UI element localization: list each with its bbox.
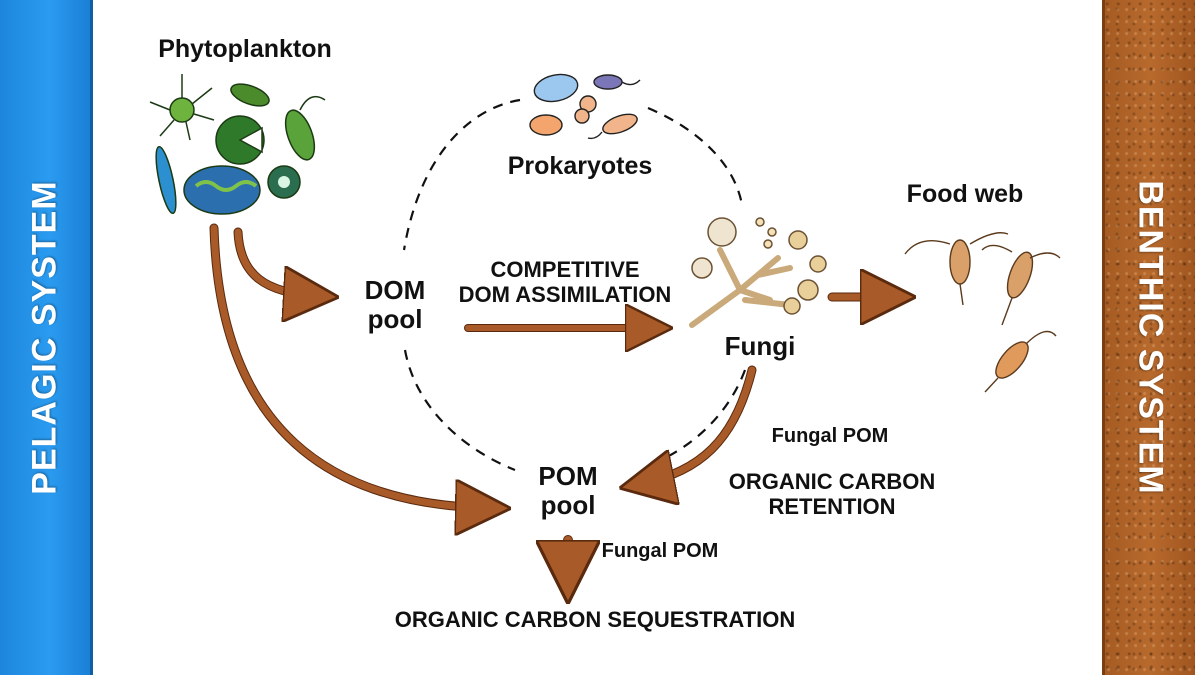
dom-pool-label: DOM pool [345, 275, 445, 335]
competitive-line1: COMPETITIVE [490, 257, 640, 282]
pom-pool-line2: pool [540, 490, 596, 521]
dom-pool-line1: DOM [364, 275, 426, 305]
fungi-label: Fungi [724, 331, 796, 361]
retention-line2: RETENTION [768, 493, 896, 519]
prokaryotes-cluster-icon [529, 73, 641, 140]
phytoplankton-cluster-icon [149, 74, 326, 215]
fungal-pom-right-label: Fungal POM [771, 425, 889, 447]
food-web-label: Food web [906, 180, 1024, 208]
pelagic-system-bar: PELAGIC SYSTEM [0, 0, 93, 675]
phytoplankton-label: Phytoplankton [158, 35, 332, 63]
fungal-pom-bottom-label: Fungal POM [601, 540, 719, 562]
organic-carbon-sequestration-label: ORGANIC CARBON SEQUESTRATION [394, 607, 796, 632]
dom-pool-line2: pool [367, 304, 423, 335]
prokaryotes-label: Prokaryotes [507, 152, 653, 180]
pom-pool-label: POM pool [518, 461, 618, 521]
pom-pool-line1: POM [538, 461, 598, 491]
competitive-line2: DOM ASSIMILATION [458, 281, 672, 307]
arrow-fungi-to-pom [635, 365, 757, 489]
copepods-icon [904, 232, 1061, 393]
competitive-dom-assimilation-label: COMPETITIVE DOM ASSIMILATION [445, 257, 685, 307]
retention-line1: ORGANIC CARBON [728, 469, 936, 494]
benthic-system-bar: BENTHIC SYSTEM [1102, 0, 1195, 675]
organic-carbon-retention-label: ORGANIC CARBON RETENTION [722, 469, 942, 519]
fungi-icon [689, 217, 827, 328]
arrows [209, 223, 895, 580]
